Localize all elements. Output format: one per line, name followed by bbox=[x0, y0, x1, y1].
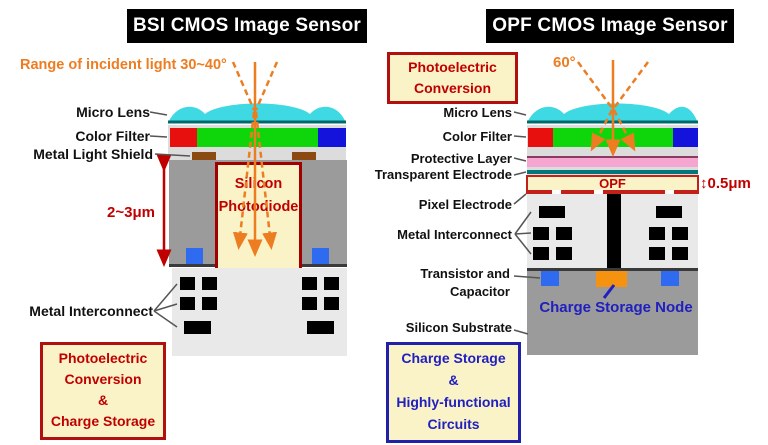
incident-ray-dashed bbox=[576, 61, 614, 109]
opf-color-filter-red bbox=[528, 128, 553, 147]
bsi-metal-light-shield-label: Metal Light Shield bbox=[33, 146, 153, 162]
opf-function-line: Charge Storage bbox=[401, 350, 506, 366]
opf-metal-trace bbox=[539, 206, 565, 218]
opf-silicon-substrate-label: Silicon Substrate bbox=[405, 320, 512, 335]
opf-color-filter-green bbox=[553, 128, 673, 147]
bsi-function-line: Conversion bbox=[64, 371, 142, 387]
connector-line bbox=[513, 135, 527, 138]
opf-metal-via bbox=[649, 227, 665, 240]
opf-transistor-label-line1: Transistor and bbox=[420, 266, 510, 281]
incident-angle-label: 60° bbox=[553, 54, 576, 71]
bsi-function-box: Photoelectric Conversion & Charge Storag… bbox=[40, 342, 166, 440]
bsi-metal-via bbox=[202, 277, 217, 290]
opf-transistor-right bbox=[661, 271, 679, 286]
bsi-lens-base-line bbox=[168, 120, 346, 124]
bsi-metal-light-shield-right bbox=[292, 152, 316, 160]
opf-color-filter-label: Color Filter bbox=[442, 129, 512, 144]
pixel-electrode-gap bbox=[552, 190, 561, 194]
opf-metal-via bbox=[533, 247, 549, 260]
opf-metal-via bbox=[556, 247, 572, 260]
bsi-metal-via bbox=[202, 297, 217, 310]
bsi-title-banner: BSI CMOS Image Sensor bbox=[127, 9, 367, 43]
incident-ray-dashed bbox=[254, 61, 279, 111]
charge-storage-node-label: Charge Storage Node bbox=[539, 299, 693, 316]
connector-line bbox=[149, 135, 168, 138]
opf-lens-base-line bbox=[527, 120, 698, 124]
opf-pixel-electrode-label: Pixel Electrode bbox=[418, 197, 512, 212]
opf-metal-via bbox=[556, 227, 572, 240]
opf-metal-interconnect-label: Metal Interconnect bbox=[397, 227, 512, 242]
opf-layer-box: OPF bbox=[526, 175, 699, 194]
bsi-metal-via bbox=[324, 277, 339, 290]
opf-function-line: Highly-functional bbox=[396, 394, 511, 410]
bsi-metal-via bbox=[302, 277, 317, 290]
opf-transparent-electrode-label: Transparent Electrode bbox=[374, 167, 512, 182]
opf-transistor-label-line2: Capacitor bbox=[450, 284, 510, 299]
incident-light-range-label: Range of incident light 30~40° bbox=[20, 57, 227, 73]
bsi-function-line: Charge Storage bbox=[50, 413, 156, 429]
pixel-electrode-gap bbox=[594, 190, 603, 194]
opf-function-line: & bbox=[448, 372, 459, 388]
opf-metal-via bbox=[672, 247, 688, 260]
silicon-photodiode-box: Silicon Photodiode bbox=[215, 162, 302, 273]
bsi-metal-via bbox=[324, 297, 339, 310]
bsi-metal-interconnect-label: Metal Interconnect bbox=[29, 303, 153, 319]
opf-color-filter-blue bbox=[673, 128, 698, 147]
opf-function-box: Charge Storage & Highly-functional Circu… bbox=[386, 342, 521, 443]
bsi-metal-light-shield-left bbox=[192, 152, 216, 160]
bsi-metal-trace bbox=[184, 321, 211, 334]
bsi-depth-label: 2~3μm bbox=[107, 204, 155, 221]
bsi-color-filter-green bbox=[197, 128, 318, 147]
connector-line bbox=[513, 329, 529, 335]
opf-topbox-line: Conversion bbox=[413, 80, 491, 96]
opf-transparent-electrode-layer bbox=[527, 170, 698, 174]
opf-layer-label: OPF bbox=[599, 176, 626, 191]
opf-protective-layer-label: Protective Layer bbox=[410, 151, 512, 166]
bsi-color-filter-label: Color Filter bbox=[75, 128, 150, 144]
pixel-electrode-gap bbox=[665, 190, 674, 194]
bsi-color-filter-blue bbox=[318, 128, 346, 147]
bsi-interconnect-region bbox=[172, 268, 347, 356]
vertical-arrows-icon: ↕ bbox=[700, 175, 708, 192]
opf-protective-layer bbox=[527, 156, 698, 167]
photodiode-label-line1: Silicon bbox=[234, 176, 283, 192]
connector-line bbox=[513, 157, 527, 162]
opf-thickness-label: ↕0.5μm bbox=[700, 175, 751, 192]
bsi-contact-left bbox=[186, 248, 203, 264]
bsi-metal-via bbox=[302, 297, 317, 310]
bsi-micro-lens-label: Micro Lens bbox=[76, 104, 150, 120]
opf-metal-via bbox=[533, 227, 549, 240]
bsi-contact-right bbox=[312, 248, 329, 264]
opf-transistor-left bbox=[541, 271, 559, 286]
bsi-function-line: & bbox=[97, 392, 109, 408]
connector-line bbox=[513, 171, 527, 176]
charge-storage-node bbox=[596, 271, 627, 287]
bsi-function-line: Photoelectric bbox=[58, 350, 148, 366]
connector-line bbox=[149, 111, 168, 116]
bsi-metal-via bbox=[180, 277, 195, 290]
opf-micro-lens-label: Micro Lens bbox=[443, 105, 512, 120]
opf-title-text: OPF CMOS Image Sensor bbox=[492, 15, 728, 36]
opf-storage-via-bar bbox=[607, 194, 621, 272]
connector-line bbox=[513, 111, 527, 116]
opf-topbox-line: Photoelectric bbox=[408, 59, 497, 75]
opf-function-line: Circuits bbox=[427, 416, 480, 432]
opf-metal-via bbox=[649, 247, 665, 260]
opf-title-banner: OPF CMOS Image Sensor bbox=[486, 9, 734, 43]
opf-micro-lens bbox=[527, 103, 698, 123]
bsi-metal-via bbox=[180, 297, 195, 310]
opf-metal-trace bbox=[656, 206, 682, 218]
opf-metal-via bbox=[672, 227, 688, 240]
bsi-micro-lens bbox=[168, 103, 346, 123]
bsi-metal-trace bbox=[307, 321, 334, 334]
opf-thickness-value: 0.5μm bbox=[707, 175, 751, 192]
photodiode-label-line2: Photodiode bbox=[218, 199, 299, 215]
opf-photoelectric-conversion-box: Photoelectric Conversion bbox=[387, 52, 518, 104]
bsi-color-filter-red bbox=[170, 128, 197, 147]
connector-line bbox=[513, 193, 527, 205]
incident-ray-dashed bbox=[612, 61, 650, 109]
bsi-title-text: BSI CMOS Image Sensor bbox=[132, 15, 362, 36]
